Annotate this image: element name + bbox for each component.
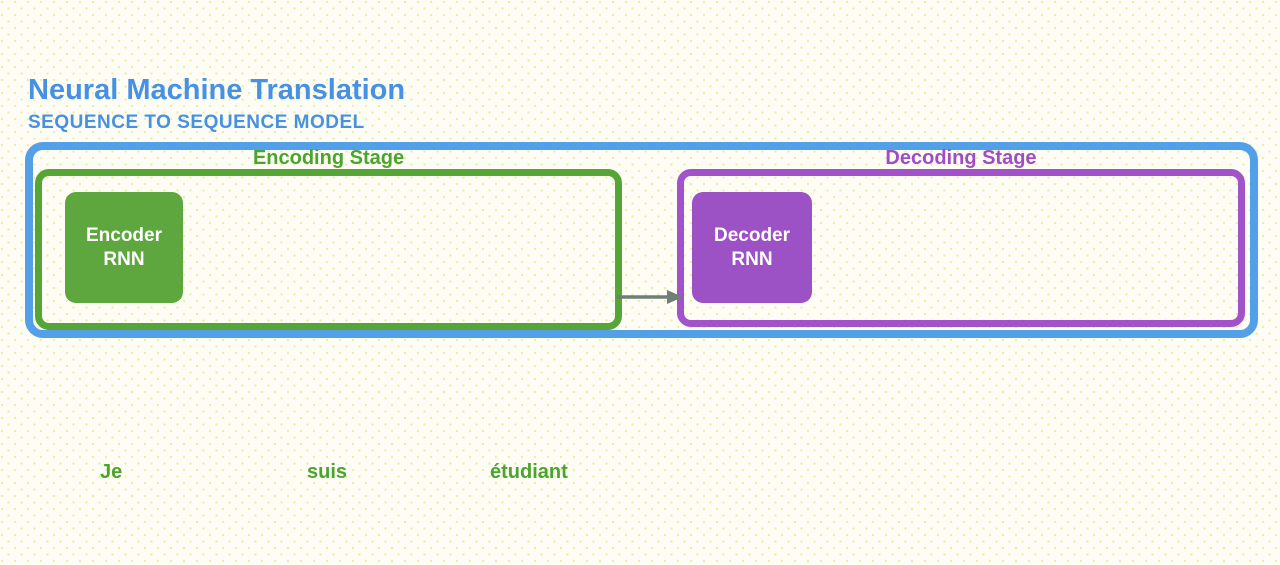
input-word: suis xyxy=(307,461,348,483)
input-word: étudiant xyxy=(490,461,568,483)
encoding-stage-box xyxy=(35,169,622,330)
decoding-stage-box xyxy=(677,169,1245,327)
encoder-rnn-label-line2: RNN xyxy=(103,248,145,270)
encoder-to-decoder-arrow-icon xyxy=(617,290,683,304)
input-word: Je xyxy=(100,461,123,483)
decoder-rnn-label-line1: Decoder xyxy=(713,224,791,246)
page-title: Neural Machine Translation xyxy=(28,74,406,106)
decoder-rnn-label-line2: RNN xyxy=(731,248,773,270)
seq2seq-container: Encoding Stage Decoding Stage Encoder RN… xyxy=(25,142,1258,338)
page-subtitle: SEQUENCE TO SEQUENCE MODEL xyxy=(28,112,365,133)
decoder-rnn-box: Decoder RNN xyxy=(692,192,812,303)
decoding-stage-label: Decoding Stage xyxy=(885,147,1037,169)
encoder-rnn-box: Encoder RNN xyxy=(65,192,183,303)
encoder-rnn-label-line1: Encoder xyxy=(85,224,163,246)
encoding-stage-label: Encoding Stage xyxy=(252,147,405,169)
